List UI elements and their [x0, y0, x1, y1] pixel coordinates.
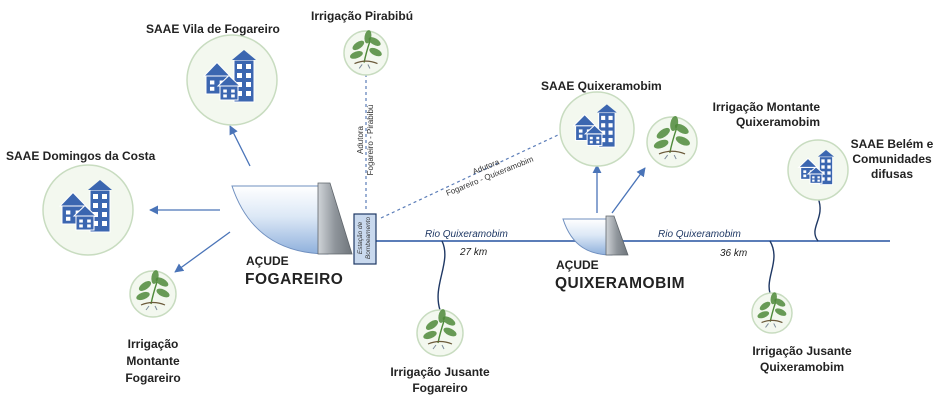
circle-irrigacao-pirabibu — [343, 30, 389, 76]
label-acude-quixeramobim-top: AÇUDE — [556, 258, 599, 272]
label-line: Irrigação — [127, 337, 179, 351]
label-line: Irrigação Montante — [712, 100, 820, 114]
circle-irrigacao-montante-fogareiro — [129, 270, 177, 318]
houses-icon — [797, 150, 834, 186]
river-branch-jusante-fogareiro — [437, 240, 446, 311]
label-river-segment1: Rio Quixeramobim — [425, 229, 508, 240]
quixeramobim-reservoir — [562, 215, 629, 256]
label-river-segment2: Rio Quixeramobim — [658, 229, 741, 240]
label-river-distance2: 36 km — [720, 248, 748, 259]
circle-irrigacao-jusante-fogareiro — [416, 309, 464, 357]
label-line: Irrigação Jusante — [752, 344, 852, 358]
label-irrigacao-jusante-fogareiro: Irrigação Jusante Fogareiro — [380, 364, 500, 396]
label-acude-fogareiro-name: FOGAREIRO — [245, 271, 344, 288]
plant-icon — [136, 270, 170, 311]
plant-icon — [757, 292, 787, 328]
label-acude-fogareiro-top: AÇUDE — [246, 254, 289, 268]
circle-saae-belem — [787, 139, 849, 201]
plant-icon — [350, 30, 382, 69]
houses-icon — [58, 180, 112, 233]
circle-irrigacao-jusante-quixeramobim — [751, 292, 793, 334]
plant-icon — [423, 309, 457, 350]
label-line: Fogareiro - Pirabibú — [366, 104, 375, 176]
label-saae-belem: SAAE Belém e Comunidades difusas — [838, 137, 946, 182]
label-line: difusas — [870, 167, 913, 181]
pipeline-quixeramobim-line — [380, 134, 559, 219]
label-pump-station: Estação de Bombeamento — [357, 208, 373, 268]
house-shape — [216, 74, 242, 101]
label-line: Estação de — [357, 221, 364, 255]
label-line: Comunidades — [852, 152, 932, 166]
label-line: Quixeramobim — [759, 360, 845, 374]
house-shape — [583, 124, 606, 146]
river-branch-belem — [814, 197, 821, 242]
pump-station-box — [353, 213, 377, 265]
label-acude-quixeramobim-name: QUIXERAMOBIM — [555, 275, 685, 292]
label-irrigacao-jusante-quixeramobim: Irrigação Jusante Quixeramobim — [740, 343, 864, 375]
label-river-distance1: 27 km — [460, 247, 488, 258]
label-irrigacao-montante-quixeramobim: Irrigação Montante Quixeramobim — [688, 100, 820, 130]
label-pipeline-pirabibu: Adutora Fogareiro - Pirabibú — [356, 90, 376, 190]
label-irrigacao-montante-fogareiro: Irrigação Montante Fogareiro — [98, 336, 208, 387]
label-saae-quixeramobim: SAAE Quixeramobim — [541, 79, 662, 93]
fogareiro-reservoir — [231, 182, 353, 255]
label-line: Quixeramobim — [735, 115, 820, 129]
house-shape — [72, 204, 98, 231]
arrow-to-irrigacao-montante-fogareiro — [174, 231, 231, 273]
label-line: Bombeamento — [365, 216, 372, 260]
label-line: Adutora — [356, 125, 365, 155]
label-line: Fogareiro — [412, 381, 468, 395]
label-line: Irrigação Jusante — [390, 365, 490, 379]
arrow-to-irrigacao-montante-quixeramobim — [611, 167, 646, 214]
label-saae-vila-fogareiro: SAAE Vila de Fogareiro — [146, 22, 280, 36]
circle-irrigacao-montante-quixeramobim — [646, 115, 698, 168]
plant-icon — [653, 115, 690, 160]
label-irrigacao-pirabibu: Irrigação Pirabibú — [311, 9, 414, 23]
houses-icon — [202, 50, 256, 103]
river-branch-jusante-quixeramobim — [768, 240, 775, 299]
label-line: Montante — [126, 354, 180, 368]
label-line: Fogareiro — [125, 371, 181, 385]
houses-icon — [572, 104, 617, 148]
circle-saae-quixeramobim — [559, 91, 635, 167]
circle-domingos-costa — [42, 164, 134, 256]
label-line: SAAE Belém e — [850, 137, 934, 151]
house-shape — [806, 166, 826, 184]
circle-vila-fogareiro — [186, 34, 278, 126]
label-saae-domingos-costa: SAAE Domingos da Costa — [6, 149, 156, 163]
arrow-to-vila-fogareiro — [229, 125, 251, 167]
